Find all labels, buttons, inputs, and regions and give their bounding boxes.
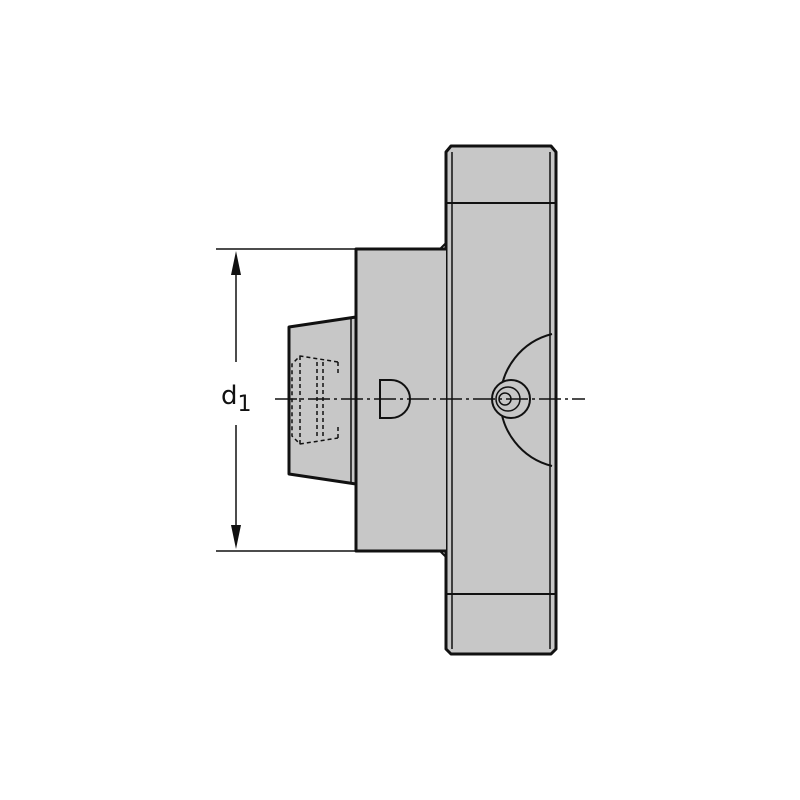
hub [287, 242, 447, 558]
hub-fillet-top [439, 242, 447, 250]
dimension-label: d1 [221, 381, 252, 417]
dimension-symbol: d [221, 381, 238, 411]
arrowhead-bottom [231, 525, 241, 549]
dimension-subscript: 1 [238, 392, 252, 417]
arrowhead-top [231, 251, 241, 275]
hidden-lines [291, 355, 339, 445]
dimension-d1: d1 [216, 248, 356, 552]
hub-fillet-bottom [439, 550, 447, 558]
